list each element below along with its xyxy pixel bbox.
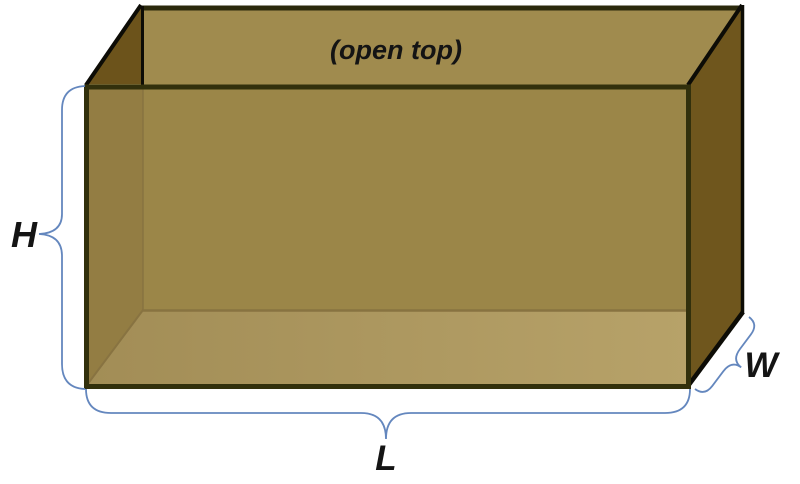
box-open-top-face [87,6,742,85]
box-front-face-outline [84,84,691,389]
box-left-inner-wall [87,85,143,385]
box-back-left-slant-edge [84,3,143,87]
width-label: W [744,346,780,385]
box-back-inner-wall [87,85,688,311]
length-brace [85,388,691,440]
floor-left-corner-seam-line [86,309,144,386]
open-top-label: (open top) [330,35,462,65]
box-back-right-slant-edge [686,3,744,87]
box-floor [87,310,688,385]
width-brace-group [694,316,756,393]
height-label: H [11,214,38,255]
length-label: L [375,439,396,478]
width-brace [694,316,756,393]
height-brace [38,85,86,390]
box-right-wall [688,6,742,385]
box-bottom-right-slant-edge [686,310,745,388]
